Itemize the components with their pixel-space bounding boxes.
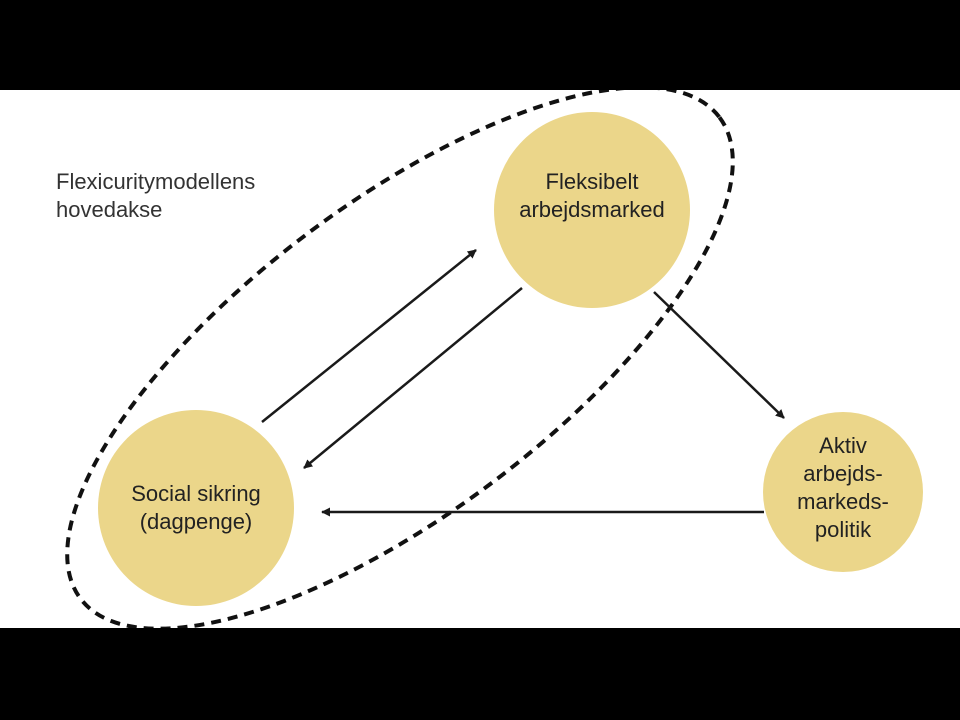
node-aktiv-label: Aktiv arbejds- markeds- politik [797, 433, 889, 542]
diagram-svg [65, 90, 923, 628]
diagram-canvas: Flexicuritymodellens hovedakse Fleksibel… [0, 90, 960, 628]
arrow-social-to-fleksibelt [261, 249, 477, 423]
top-black-band [0, 0, 960, 90]
bottom-black-band [0, 628, 960, 720]
node-fleksibelt-label: Fleksibelt arbejdsmarked [519, 169, 665, 222]
arrow-fleksibelt-to-social [303, 287, 523, 469]
node-fleksibelt-circle [494, 112, 690, 308]
node-social-circle [98, 410, 294, 606]
node-social-label: Social sikring (dagpenge) [131, 481, 261, 534]
main-axis-ellipse [65, 90, 735, 628]
node-aktiv-circle [763, 412, 923, 572]
main-axis-label: Flexicuritymodellens hovedakse [56, 169, 256, 222]
arrow-fleksibelt-to-aktiv [653, 291, 785, 419]
